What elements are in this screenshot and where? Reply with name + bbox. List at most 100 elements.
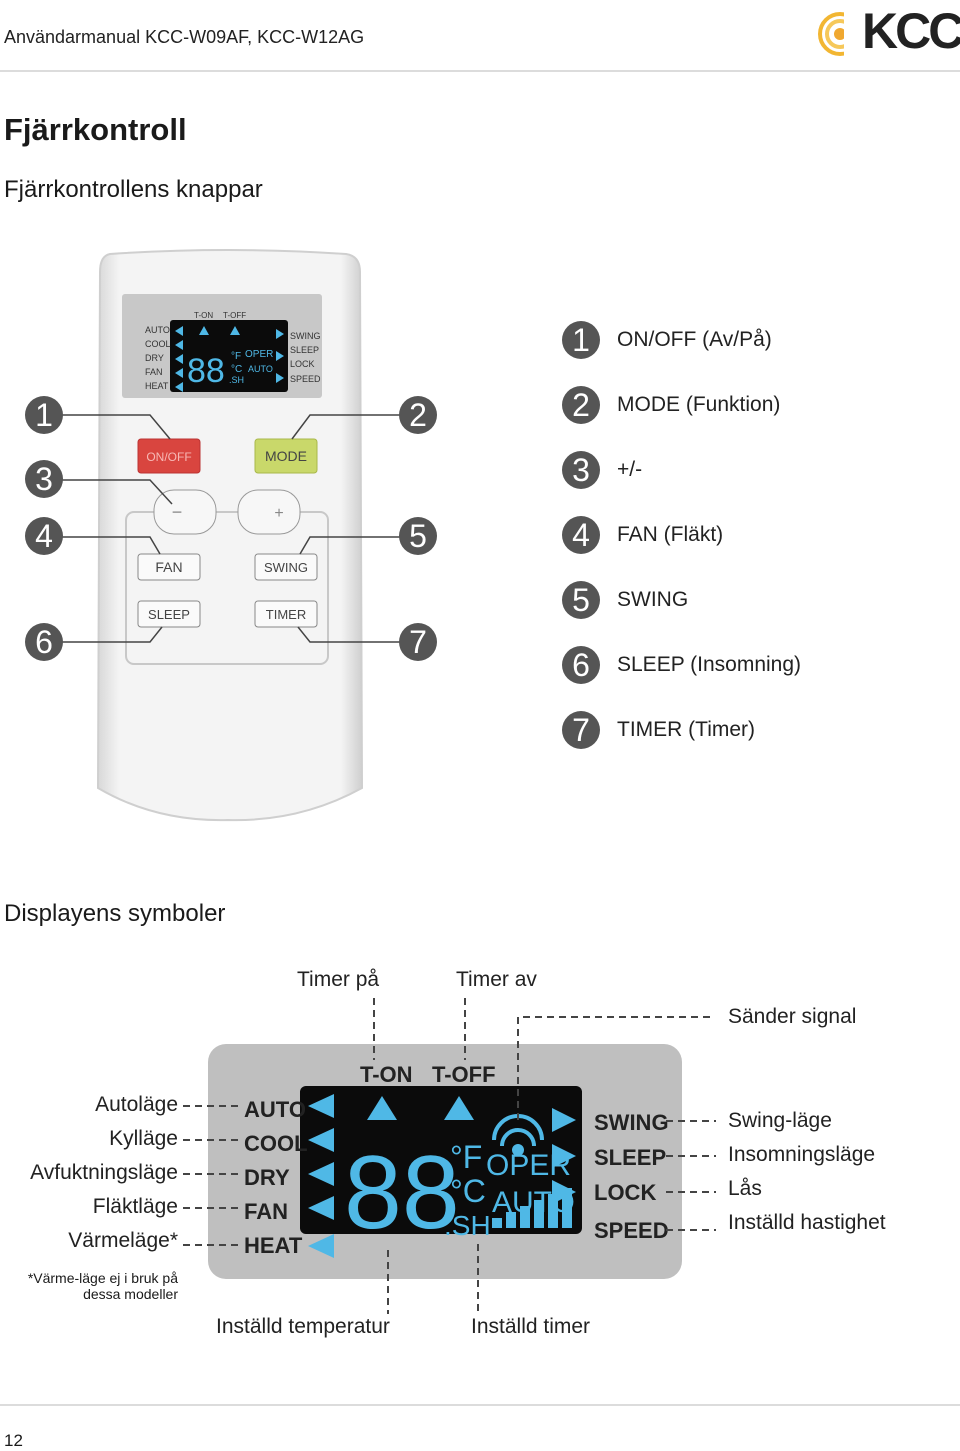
display-lcd-right-2: LOCK bbox=[594, 1180, 656, 1205]
display-oper: OPER bbox=[486, 1149, 571, 1182]
remote-minus-button[interactable] bbox=[153, 489, 217, 535]
display-diagram: AUTO COOL DRY FAN HEAT SWING SLEEP LOCK … bbox=[183, 998, 716, 1314]
remote-timer-label: TIMER bbox=[266, 607, 306, 622]
footnote-heat-mode: *Värme-läge ej i bruk på dessa modeller bbox=[27, 1270, 178, 1302]
legend-badge: 1 bbox=[562, 321, 600, 359]
legend-badge: 7 bbox=[562, 711, 600, 749]
remote-timer-button[interactable] bbox=[254, 600, 318, 628]
display-lcd-toff: T-OFF bbox=[432, 1062, 496, 1087]
remote-onoff-button[interactable] bbox=[137, 438, 201, 474]
remote-lcd-arrow-up-icon bbox=[230, 326, 240, 335]
remote-lcd-auto: AUTO bbox=[248, 364, 273, 374]
remote-lcd-arrow-up-icon bbox=[199, 326, 209, 335]
display-arrow-icon bbox=[308, 1094, 334, 1118]
display-arrow-up-icon bbox=[367, 1096, 397, 1120]
display-arrow-icon bbox=[308, 1162, 334, 1186]
display-arrow-icon bbox=[552, 1108, 576, 1132]
logo-text: KCC bbox=[862, 3, 960, 59]
display-speed-bar-icon bbox=[492, 1218, 502, 1228]
callout-4: 4 bbox=[25, 517, 63, 555]
remote-lcd-unit-f: °F bbox=[231, 351, 241, 362]
leader-line-1 bbox=[62, 414, 171, 440]
label-fan-mode: Fläktläge bbox=[92, 1195, 178, 1218]
legend-item-3: 3 +/- bbox=[562, 450, 642, 490]
legend-badge: 5 bbox=[562, 581, 600, 619]
remote-lcd-right-0: SWING bbox=[290, 331, 321, 341]
legend-label: MODE (Funktion) bbox=[617, 393, 781, 416]
remote-lcd-unit-c: °C bbox=[231, 364, 242, 375]
display-sh: .SH bbox=[444, 1210, 491, 1241]
label-set-temperature: Inställd temperatur bbox=[216, 1315, 390, 1338]
legend-label: TIMER (Timer) bbox=[617, 718, 756, 741]
display-arrow-icon bbox=[308, 1128, 334, 1152]
legend-badge: 3 bbox=[562, 451, 600, 489]
label-auto-mode: Autoläge bbox=[95, 1093, 178, 1116]
callout-6: 6 bbox=[25, 623, 63, 661]
remote-lcd-left-1: COOL bbox=[145, 339, 171, 349]
display-speed-bar-icon bbox=[534, 1200, 544, 1228]
leader-line-7 bbox=[297, 626, 402, 643]
section-display-symbols: Displayens symboler bbox=[4, 900, 226, 927]
remote-mode-button[interactable] bbox=[254, 438, 318, 474]
legend-badge: 4 bbox=[562, 516, 600, 554]
page-number: 12 bbox=[4, 1431, 23, 1450]
display-lcd-right-0: SWING bbox=[594, 1110, 669, 1135]
display-lcd-left-2: DRY bbox=[244, 1165, 290, 1190]
remote-lcd-ton: T-ON bbox=[194, 311, 213, 320]
legend-item-1: 1 ON/OFF (Av/På) bbox=[562, 320, 772, 360]
legend-item-7: 7 TIMER (Timer) bbox=[562, 710, 755, 750]
display-auto: AUTO bbox=[492, 1186, 575, 1219]
remote-lcd-left-2: DRY bbox=[145, 353, 164, 363]
legend-label: ON/OFF (Av/På) bbox=[617, 328, 772, 351]
remote-fan-button[interactable] bbox=[137, 553, 201, 581]
display-screen bbox=[300, 1086, 582, 1234]
leader-line-4 bbox=[62, 536, 161, 555]
leader-line-5 bbox=[299, 536, 402, 555]
label-speed: Inställd hastighet bbox=[728, 1211, 886, 1234]
legend-item-6: 6 SLEEP (Insomning) bbox=[562, 645, 801, 685]
remote-plus-button[interactable] bbox=[237, 489, 301, 535]
kcc-logo: KCC bbox=[816, 4, 960, 58]
label-timer-off: Timer av bbox=[456, 968, 537, 991]
callout-7: 7 bbox=[399, 623, 437, 661]
footer-divider bbox=[0, 1404, 960, 1406]
display-speed-bar-icon bbox=[520, 1206, 530, 1228]
remote-minus-label: − bbox=[172, 502, 183, 522]
remote-lcd-left-3: FAN bbox=[145, 367, 163, 377]
remote-lcd-screen bbox=[170, 320, 288, 392]
sun-logo-icon bbox=[818, 12, 868, 58]
remote-lcd-arrow-icon bbox=[175, 354, 183, 364]
remote-lcd-oper: OPER bbox=[245, 349, 273, 360]
display-lcd-left-4: HEAT bbox=[244, 1233, 303, 1258]
callout-2: 2 bbox=[399, 396, 437, 434]
callout-3: 3 bbox=[25, 460, 63, 498]
remote-swing-label: SWING bbox=[264, 560, 308, 575]
remote-lcd-left-4: HEAT bbox=[145, 381, 169, 391]
remote-lcd-arrow-icon bbox=[276, 351, 284, 361]
display-speed-bar-icon bbox=[548, 1194, 558, 1228]
display-unit-c: °C bbox=[450, 1173, 486, 1209]
remote-sleep-button[interactable] bbox=[137, 600, 201, 628]
display-lcd-ton: T-ON bbox=[360, 1062, 413, 1087]
remote-lcd-arrow-icon bbox=[175, 382, 183, 392]
label-set-timer: Inställd timer bbox=[471, 1315, 591, 1338]
callout-5: 5 bbox=[399, 517, 437, 555]
display-lcd-right-3: SPEED bbox=[594, 1218, 669, 1243]
remote-lcd-right-2: LOCK bbox=[290, 359, 315, 369]
page-title: Fjärrkontroll bbox=[4, 112, 187, 147]
display-lcd-left-1: COOL bbox=[244, 1131, 308, 1156]
legend-item-4: 4 FAN (Fläkt) bbox=[562, 515, 723, 555]
leader-line-6 bbox=[62, 626, 163, 643]
remote-lcd-right-1: SLEEP bbox=[290, 345, 319, 355]
remote-lcd-sh: .SH bbox=[229, 375, 244, 385]
remote-plus-label: + bbox=[274, 505, 283, 522]
label-heat-mode: Värmeläge* bbox=[68, 1229, 178, 1252]
remote-mode-label: MODE bbox=[265, 448, 307, 464]
remote-onoff-label: ON/OFF bbox=[146, 450, 191, 464]
page-subtitle: Fjärrkontrollens knappar bbox=[4, 176, 263, 203]
remote-swing-button[interactable] bbox=[254, 553, 318, 581]
document-header-title: Användarmanual KCC-W09AF, KCC-W12AG bbox=[4, 27, 365, 47]
legend-item-5: 5 SWING bbox=[562, 580, 688, 620]
remote-lcd-arrow-icon bbox=[276, 373, 284, 383]
remote-sleep-label: SLEEP bbox=[148, 607, 190, 622]
